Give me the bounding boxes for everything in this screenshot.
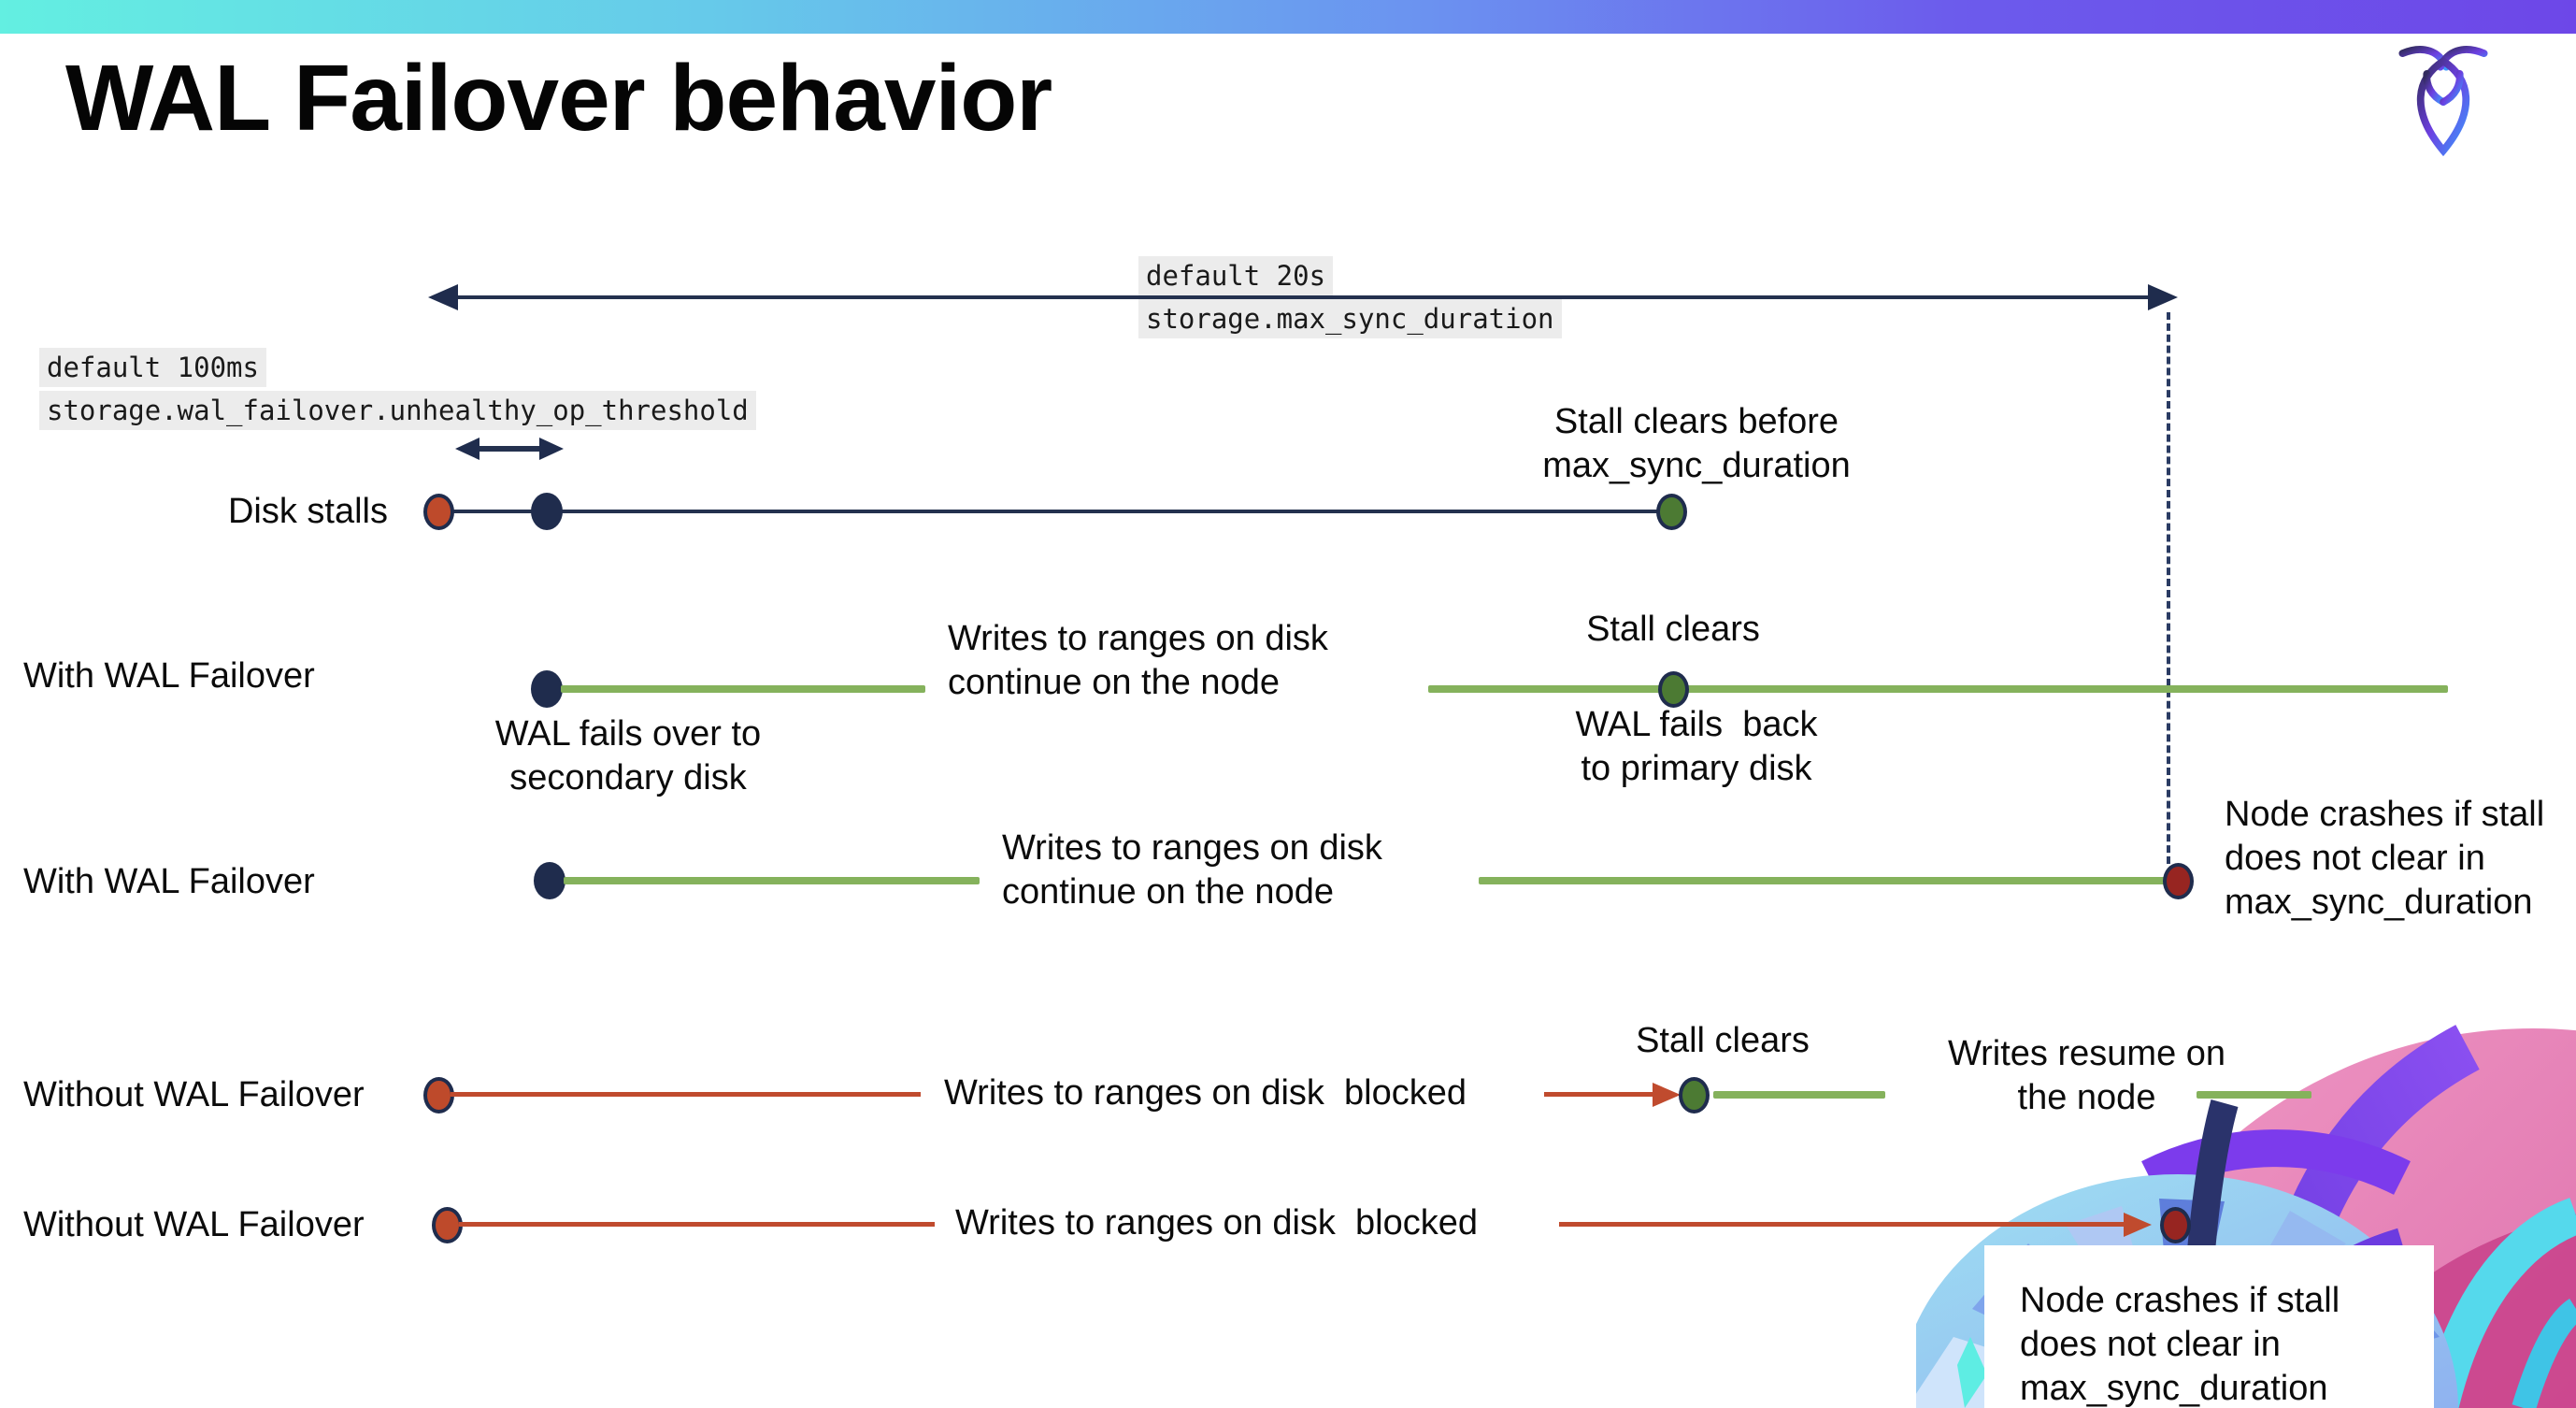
arrowhead-right-icon bbox=[2124, 1213, 2152, 1237]
cockroachdb-logo-icon bbox=[2398, 46, 2488, 157]
node-crashes-note: Node crashes if stall does not clear in … bbox=[2225, 795, 2545, 922]
writes-continue-line bbox=[1428, 685, 2448, 693]
failback-dot bbox=[1658, 671, 1689, 708]
stall-clears-before-note: Stall clears before max_sync_duration bbox=[1542, 402, 1851, 485]
crash-note-line: Node crashes if stall bbox=[2020, 1281, 2340, 1320]
writes-blocked-line bbox=[451, 1092, 921, 1097]
unhealthy-op-arrow-line bbox=[472, 446, 547, 452]
unhealthy-op-default-label: default 100ms bbox=[39, 348, 266, 387]
unhealthy-op-callout: default 100ms storage.wal_failover.unhea… bbox=[39, 348, 756, 430]
writes-resume-line bbox=[1713, 1091, 1885, 1099]
row-label-without-wal-failover-2: Without WAL Failover bbox=[23, 1205, 365, 1244]
stall-clears-note: Stall clears bbox=[1586, 610, 1760, 649]
row-label-disk-stalls: Disk stalls bbox=[227, 492, 388, 531]
max-sync-default-label: default 20s bbox=[1138, 256, 1334, 295]
stall-start-dot bbox=[423, 494, 454, 530]
writes-continue-line bbox=[1479, 877, 2168, 884]
max-sync-duration-arrow-line bbox=[445, 295, 2154, 299]
writes-resume-note: Writes resume on the node bbox=[1947, 1034, 2226, 1117]
writes-blocked-note: Writes to ranges on disk blocked bbox=[955, 1203, 1479, 1243]
writes-blocked-line bbox=[459, 1222, 935, 1227]
threshold-dot bbox=[531, 493, 563, 530]
arrowhead-right-icon bbox=[539, 438, 564, 460]
unhealthy-op-setting-label: storage.wal_failover.unhealthy_op_thresh… bbox=[39, 391, 756, 430]
disk-stalls-timeline bbox=[438, 510, 1671, 513]
writes-blocked-line bbox=[1544, 1092, 1664, 1097]
crash-note-box: Node crashes if stall does not clear in … bbox=[1984, 1245, 2434, 1408]
arrowhead-left-icon bbox=[428, 284, 458, 310]
node-crash-dot bbox=[2160, 1207, 2191, 1243]
failover-dot bbox=[531, 670, 563, 708]
fails-over-note: WAL fails over to secondary disk bbox=[494, 714, 762, 797]
arrowhead-right-icon bbox=[1653, 1083, 1681, 1107]
row-label-without-wal-failover-1: Without WAL Failover bbox=[23, 1075, 365, 1114]
writes-resume-line bbox=[2197, 1091, 2311, 1099]
bottom-gradient-bar bbox=[0, 0, 2576, 34]
node-crash-dot bbox=[2163, 863, 2194, 899]
writes-blocked-note: Writes to ranges on disk blocked bbox=[944, 1073, 1467, 1113]
stall-clears-dot bbox=[1679, 1077, 1710, 1113]
page-title: WAL Failover behavior bbox=[65, 46, 1052, 151]
writes-continue-line bbox=[561, 685, 925, 693]
max-sync-dashed-line bbox=[2167, 312, 2170, 864]
crash-note-line: does not clear in bbox=[2020, 1325, 2281, 1364]
fails-back-note: WAL fails back to primary disk bbox=[1575, 705, 1818, 788]
failover-dot bbox=[534, 862, 565, 899]
writes-continue-line bbox=[564, 877, 980, 884]
arrowhead-left-icon bbox=[455, 438, 479, 460]
row-label-with-wal-failover-2: With WAL Failover bbox=[23, 862, 315, 901]
crash-note-line: max_sync_duration bbox=[2020, 1369, 2328, 1408]
row-label-with-wal-failover-1: With WAL Failover bbox=[23, 656, 315, 696]
arrowhead-right-icon bbox=[2148, 284, 2178, 310]
stall-clears-note: Stall clears bbox=[1636, 1021, 1810, 1060]
stall-clears-dot bbox=[1656, 494, 1687, 530]
writes-continue-note: Writes to ranges on disk continue on the… bbox=[948, 619, 1328, 702]
max-sync-setting-label: storage.max_sync_duration bbox=[1138, 299, 1562, 338]
max-sync-callout: default 20s storage.max_sync_duration bbox=[1138, 256, 1562, 338]
writes-blocked-line bbox=[1559, 1222, 2135, 1227]
writes-continue-note: Writes to ranges on disk continue on the… bbox=[1002, 828, 1382, 912]
